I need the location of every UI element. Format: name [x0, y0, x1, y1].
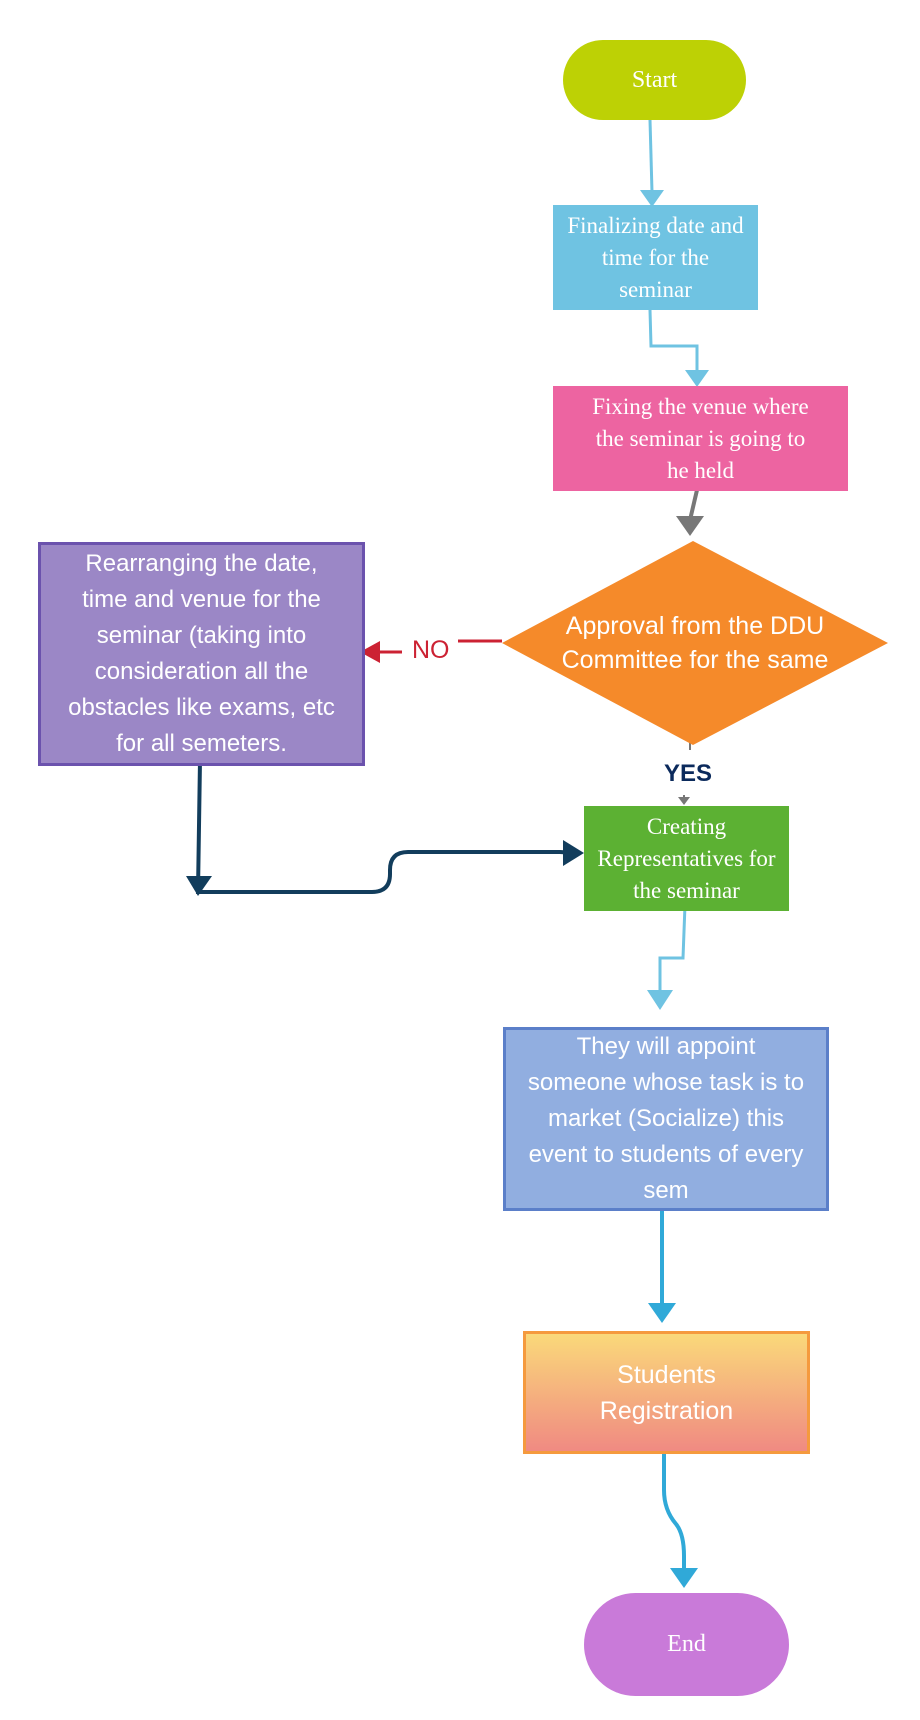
rearrange-label: Rearranging the date, time and venue for… — [68, 550, 335, 757]
arrowhead-registration — [648, 1303, 676, 1323]
arrowhead-loop-representatives — [563, 840, 584, 866]
venue-node: Fixing the venue where the seminar is go… — [553, 386, 848, 491]
registration-label: Students Registration — [599, 1360, 734, 1425]
end-node: End — [584, 1593, 789, 1696]
arrowhead-end — [670, 1568, 698, 1588]
edge-rearrange-loop — [195, 759, 576, 894]
no-label: NO — [412, 636, 450, 664]
representatives-label: Creating Representatives for the seminar — [597, 813, 776, 903]
finalize-node: Finalizing date and time for the seminar — [553, 205, 758, 310]
yes-label: YES — [664, 760, 713, 787]
edge-start-to-finalize — [648, 119, 654, 193]
edge-venue-to-approval — [688, 489, 699, 521]
registration-node: Students Registration — [523, 1331, 810, 1454]
arrowhead-appoint — [647, 990, 673, 1010]
approval-label: Approval from the DDU Committee for the … — [561, 612, 829, 674]
edge-finalize-to-venue — [648, 309, 699, 372]
appoint-node: They will appoint someone whose task is … — [503, 1027, 829, 1211]
arrowhead-approval — [676, 516, 704, 536]
appoint-label: They will appoint someone whose task is … — [527, 1033, 805, 1204]
edge-representatives-to-appoint — [658, 904, 687, 992]
arrowhead-representatives-yes — [678, 797, 690, 805]
edge-registration-to-end — [662, 1446, 686, 1570]
arrowhead-finalize — [640, 190, 664, 207]
arrowhead-loop-down — [186, 876, 212, 896]
start-label: Start — [631, 66, 678, 93]
arrowhead-rearrange — [360, 641, 380, 663]
representatives-node: Creating Representatives for the seminar — [584, 806, 789, 911]
start-node: Start — [563, 40, 746, 120]
arrowhead-venue — [685, 370, 709, 387]
venue-label: Fixing the venue where the seminar is go… — [592, 393, 809, 483]
end-label: End — [667, 1631, 706, 1657]
rearrange-node: Rearranging the date, time and venue for… — [38, 542, 365, 766]
finalize-label: Finalizing date and time for the seminar — [567, 212, 744, 302]
approval-node: Approval from the DDU Committee for the … — [545, 600, 845, 686]
